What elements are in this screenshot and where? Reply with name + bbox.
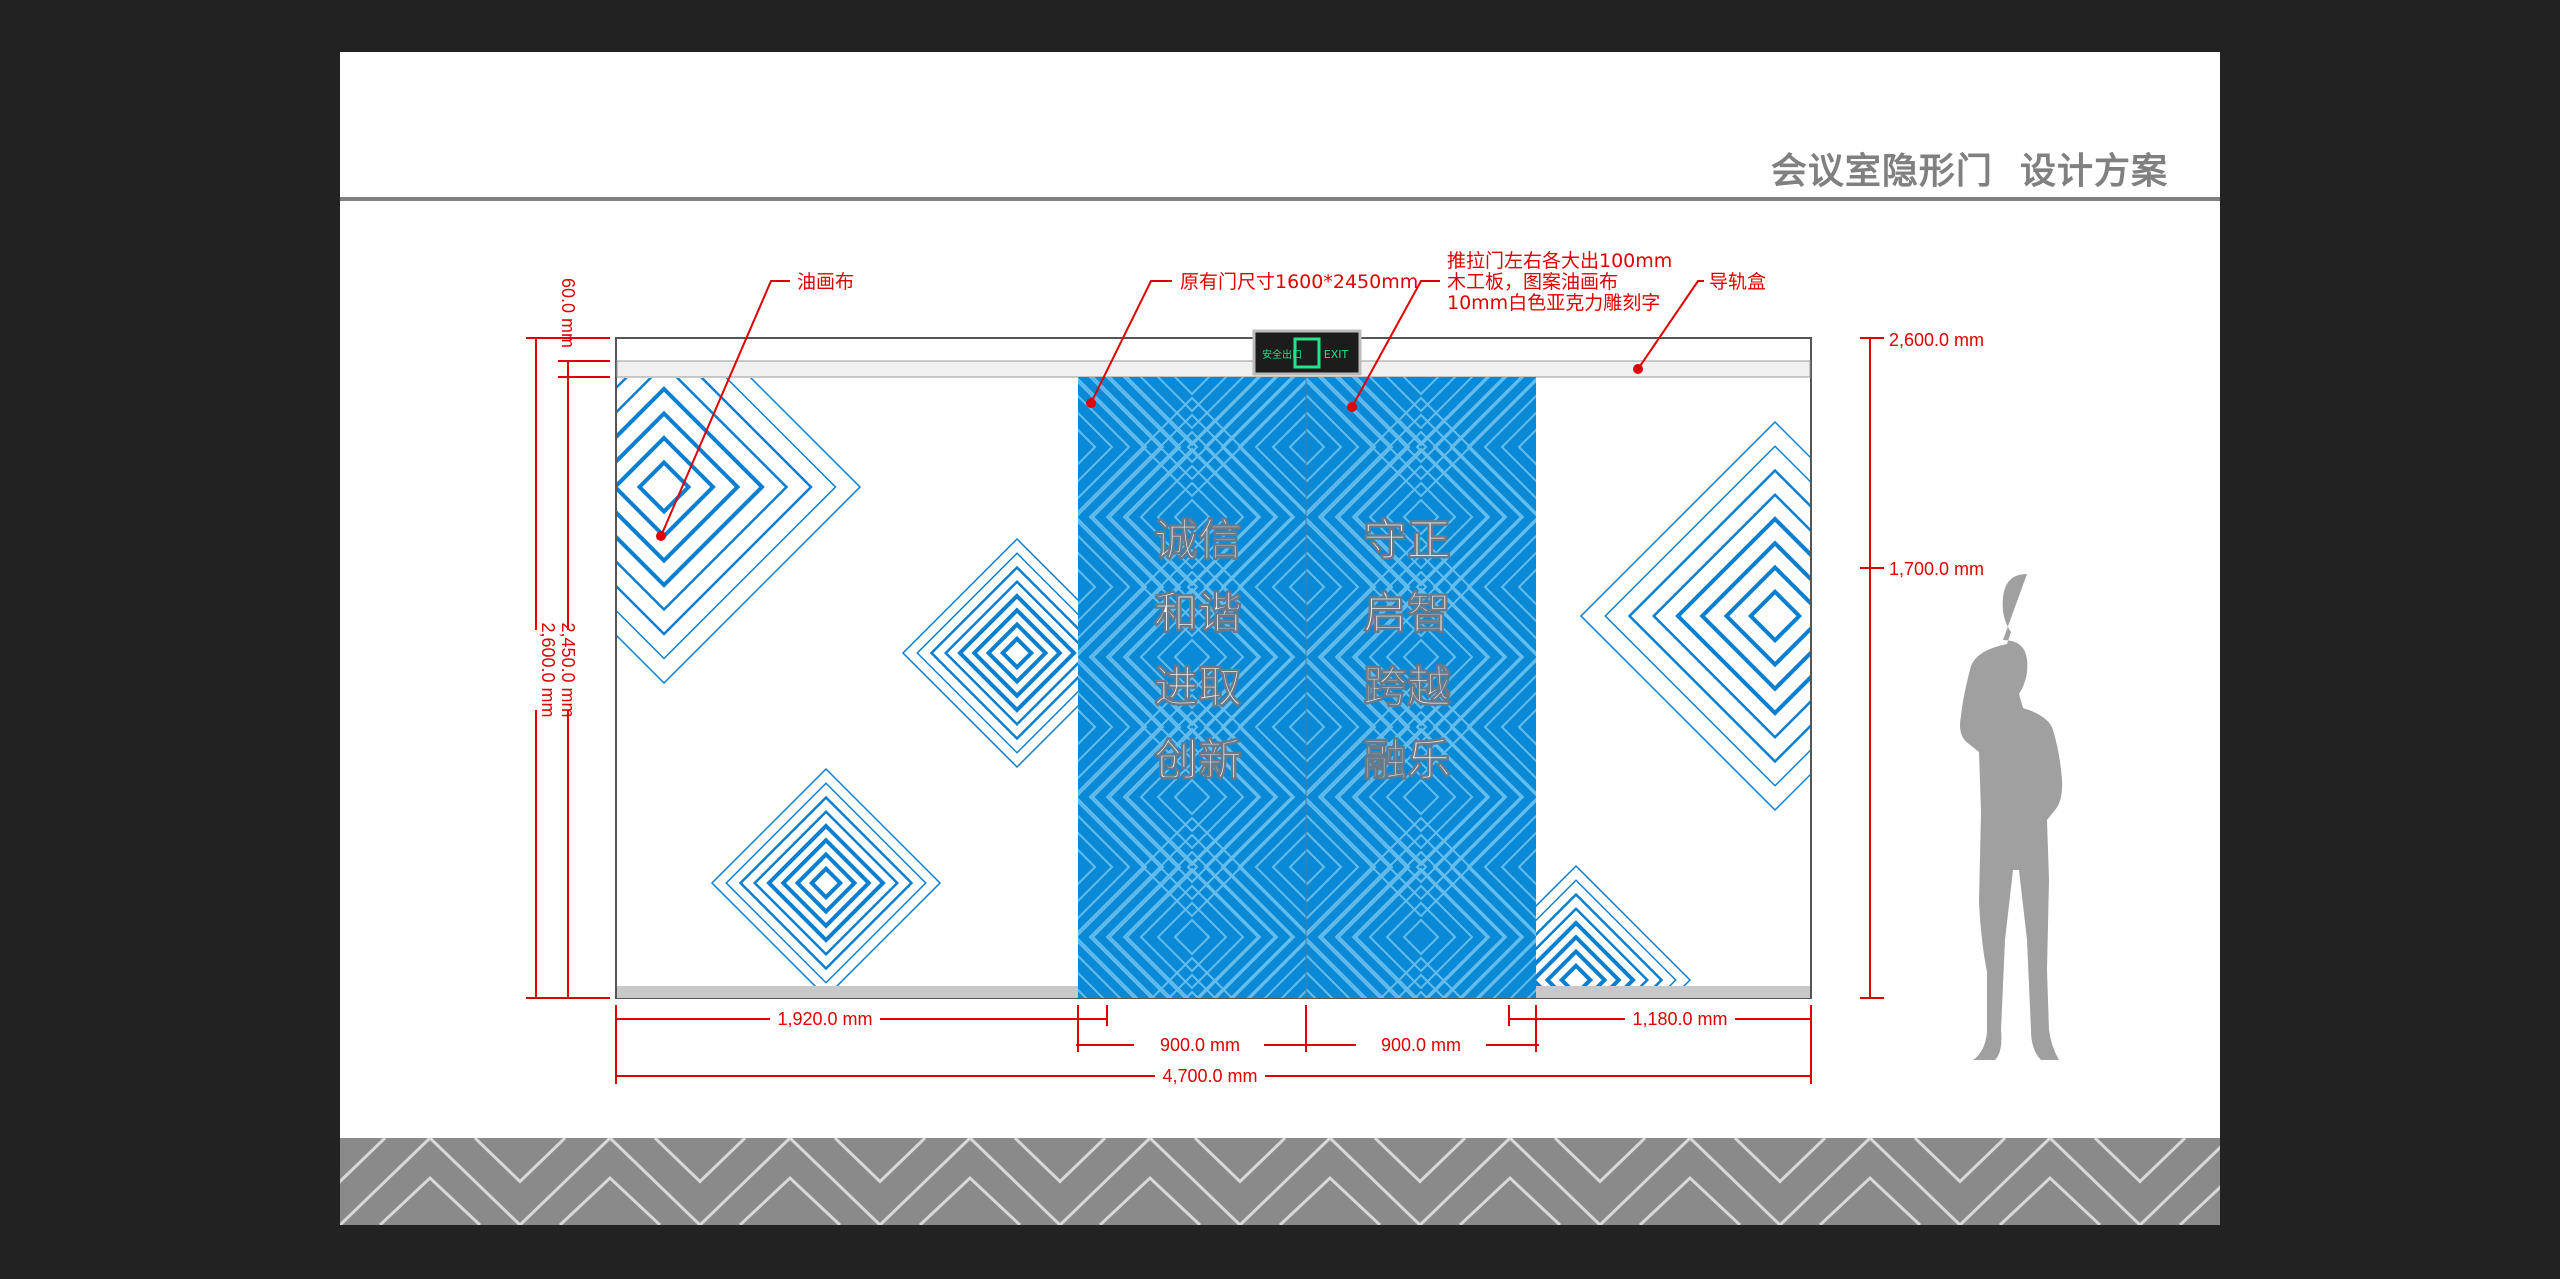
diamond-pattern <box>617 378 1810 986</box>
dim-wall-height-right: 2,600.0 mm <box>1889 330 1984 350</box>
exit-sign-en: EXIT <box>1324 348 1349 361</box>
door-word-left-1: 诚信 <box>1154 515 1242 566</box>
running-man-icon <box>1293 337 1321 369</box>
callout-leaders <box>660 280 1704 537</box>
door-word-left-2: 和谐 <box>1154 588 1242 639</box>
exit-sign-cn: 安全出口 <box>1262 348 1302 361</box>
callout-original-door: 原有门尺寸1600*2450mm <box>1180 271 1418 293</box>
door-word-right-1: 守正 <box>1363 515 1451 566</box>
dim-rail-height: 60.0 mm <box>558 278 578 348</box>
title-divider <box>340 197 2220 201</box>
door-word-left-4: 创新 <box>1154 735 1242 786</box>
callout-sliding-door-2: 木工板，图案油画布 <box>1447 271 1618 293</box>
floor-pattern-band <box>340 1138 2220 1225</box>
dim-left-wall: 1,920.0 mm <box>777 1009 872 1029</box>
callout-canvas: 油画布 <box>797 271 854 293</box>
dim-wall-height-left: 2,600.0 mm <box>538 622 558 717</box>
dim-total-width: 4,700.0 mm <box>1162 1066 1257 1086</box>
door-word-right-3: 跨越 <box>1363 662 1452 713</box>
page-title: 会议室隐形门 设计方案 <box>1770 151 2168 192</box>
human-silhouette <box>1960 574 2063 1060</box>
dim-right-wall: 1,180.0 mm <box>1632 1009 1727 1029</box>
dim-door-height: 2,450.0 mm <box>558 622 578 717</box>
dim-person-height: 1,700.0 mm <box>1889 559 1984 579</box>
sliding-door <box>1078 377 1536 998</box>
dim-door-right: 900.0 mm <box>1381 1035 1461 1055</box>
callout-rail-box: 导轨盒 <box>1709 271 1766 293</box>
door-word-left-3: 进取 <box>1154 662 1242 713</box>
dim-door-left: 900.0 mm <box>1160 1035 1240 1055</box>
door-word-right-2: 启智 <box>1363 588 1451 639</box>
door-word-right-4: 融乐 <box>1363 735 1451 786</box>
rail-box <box>616 360 1811 378</box>
callout-sliding-door-1: 推拉门左右各大出100mm <box>1447 250 1672 272</box>
callout-sliding-door-3: 10mm白色亚克力雕刻字 <box>1447 292 1660 314</box>
exit-sign: 安全出口 EXIT <box>1252 329 1362 376</box>
